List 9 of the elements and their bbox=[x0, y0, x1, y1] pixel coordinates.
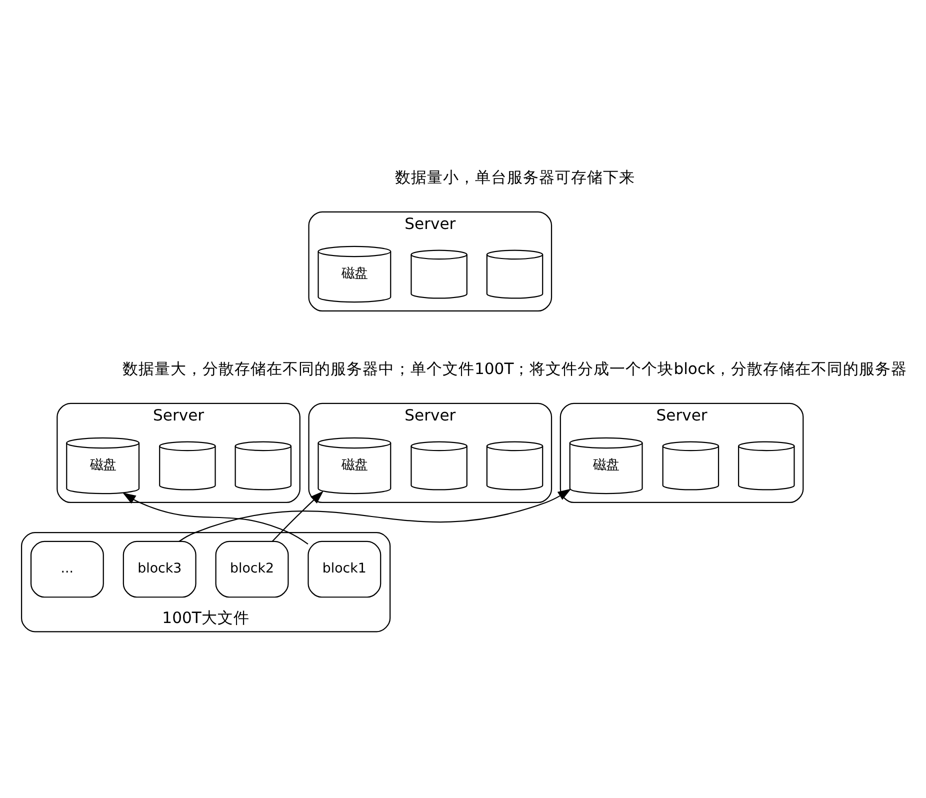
arrow bbox=[272, 490, 324, 542]
arrow bbox=[178, 488, 572, 542]
node-box: block3 bbox=[122, 540, 196, 598]
node-box: ... bbox=[30, 540, 104, 598]
label: 数据量大，分散存储在不同的服务器中；单个文件100T；将文件分成一个个块block，分散存储在不同的服务器 bbox=[122, 360, 908, 378]
node-box: block2 bbox=[215, 540, 289, 598]
node-box: block1 bbox=[308, 540, 382, 598]
label: 数据量小，单台服务器可存储下来 bbox=[394, 168, 635, 186]
arrow bbox=[122, 492, 308, 544]
